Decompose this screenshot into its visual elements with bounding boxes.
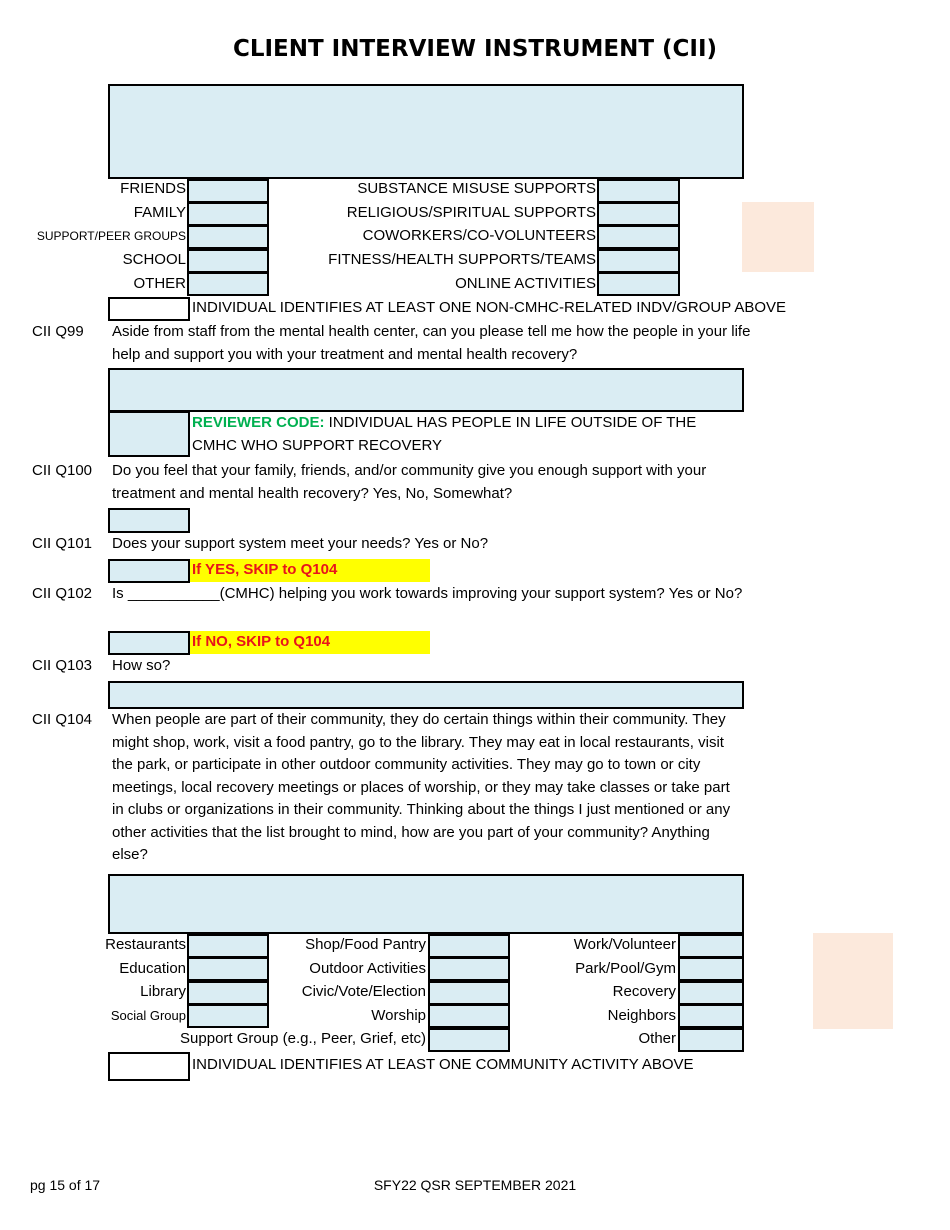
activity-checkbox-social-group[interactable] bbox=[187, 1004, 269, 1028]
activity-label-shop-food-pantry: Shop/Food Pantry bbox=[305, 936, 426, 953]
support-notes-field[interactable] bbox=[108, 84, 744, 179]
page-title: CLIENT INTERVIEW INSTRUMENT (CII) bbox=[232, 36, 718, 62]
question-id-q99: CII Q99 bbox=[32, 323, 84, 340]
activity-label-support-group: Support Group (e.g., Peer, Grief, etc) bbox=[180, 1030, 426, 1047]
page-number: pg 15 of 17 bbox=[30, 1177, 101, 1193]
question-id-q102: CII Q102 bbox=[32, 585, 93, 602]
support-label-substance-misuse: SUBSTANCE MISUSE SUPPORTS bbox=[357, 180, 596, 197]
support-identifies-checkbox[interactable] bbox=[108, 297, 190, 321]
q99-reviewer-code: REVIEWER CODE: INDIVIDUAL HAS PEOPLE IN … bbox=[192, 412, 732, 457]
activity-checkbox-outdoor[interactable] bbox=[428, 957, 510, 981]
support-checkbox-family[interactable] bbox=[187, 202, 269, 226]
support-label-friends: FRIENDS bbox=[120, 180, 186, 197]
activity-label-outdoor: Outdoor Activities bbox=[309, 960, 426, 977]
question-text-q103: How so? bbox=[112, 657, 171, 674]
support-checkbox-substance-misuse[interactable] bbox=[597, 179, 680, 203]
support-label-peer-groups: SUPPORT/PEER GROUPS bbox=[36, 229, 186, 243]
q99-reviewer-code-box[interactable] bbox=[108, 411, 190, 457]
support-checkbox-other[interactable] bbox=[187, 272, 269, 296]
support-label-religious: RELIGIOUS/SPIRITUAL SUPPORTS bbox=[346, 204, 596, 221]
q102-skip-instruction: If NO, SKIP to Q104 bbox=[190, 631, 430, 654]
activity-label-work-volunteer: Work/Volunteer bbox=[573, 936, 676, 953]
activity-identifies-checkbox[interactable] bbox=[108, 1052, 190, 1081]
activity-checkbox-work-volunteer[interactable] bbox=[678, 934, 744, 958]
activity-checkbox-support-group[interactable] bbox=[428, 1028, 510, 1052]
activity-identifies-label: INDIVIDUAL IDENTIFIES AT LEAST ONE COMMU… bbox=[192, 1056, 694, 1073]
support-checkbox-friends[interactable] bbox=[187, 179, 269, 203]
activity-label-neighbors: Neighbors bbox=[607, 1007, 676, 1024]
activity-checkbox-recovery[interactable] bbox=[678, 981, 744, 1005]
reviewer-code-label: REVIEWER CODE: bbox=[192, 414, 325, 431]
support-checkbox-coworkers[interactable] bbox=[597, 225, 680, 249]
score-shade-supports bbox=[742, 202, 814, 272]
support-checkbox-online[interactable] bbox=[597, 272, 680, 296]
activity-label-park: Park/Pool/Gym bbox=[575, 960, 676, 977]
activity-checkbox-restaurants[interactable] bbox=[187, 934, 269, 958]
support-label-family: FAMILY bbox=[133, 204, 186, 221]
reviewer-code-text: INDIVIDUAL HAS PEOPLE IN LIFE OUTSIDE OF… bbox=[192, 414, 697, 454]
support-label-other: OTHER bbox=[133, 275, 187, 292]
activity-checkbox-library[interactable] bbox=[187, 981, 269, 1005]
activity-checkbox-worship[interactable] bbox=[428, 1004, 510, 1028]
activity-label-social-group: Social Group bbox=[110, 1008, 186, 1023]
activity-label-recovery: Recovery bbox=[612, 983, 676, 1000]
question-text-q102: Is ___________(CMHC) helping you work to… bbox=[112, 585, 743, 602]
activity-checkbox-neighbors[interactable] bbox=[678, 1004, 744, 1028]
support-label-school: SCHOOL bbox=[122, 251, 186, 268]
activity-label-restaurants: Restaurants bbox=[105, 936, 186, 953]
activity-checkbox-education[interactable] bbox=[187, 957, 269, 981]
question-text-q101: Does your support system meet your needs… bbox=[112, 535, 489, 552]
question-id-q103: CII Q103 bbox=[32, 657, 93, 674]
q102-response-box[interactable] bbox=[108, 631, 190, 655]
support-checkbox-peer-groups[interactable] bbox=[187, 225, 269, 249]
activity-label-civic: Civic/Vote/Election bbox=[301, 983, 426, 1000]
support-label-coworkers: COWORKERS/CO-VOLUNTEERS bbox=[362, 227, 596, 244]
activity-label-other: Other bbox=[638, 1030, 676, 1047]
q103-response-field[interactable] bbox=[108, 681, 744, 709]
q101-skip-instruction: If YES, SKIP to Q104 bbox=[190, 559, 430, 582]
question-text-q99: Aside from staff from the mental health … bbox=[112, 323, 751, 363]
question-id-q100: CII Q100 bbox=[32, 462, 93, 479]
activity-checkbox-other[interactable] bbox=[678, 1028, 744, 1052]
support-checkbox-religious[interactable] bbox=[597, 202, 680, 226]
q99-response-field[interactable] bbox=[108, 368, 744, 412]
activity-label-education: Education bbox=[119, 960, 186, 977]
support-identifies-label: INDIVIDUAL IDENTIFIES AT LEAST ONE NON-C… bbox=[192, 299, 787, 316]
activity-checkbox-park[interactable] bbox=[678, 957, 744, 981]
q101-response-box[interactable] bbox=[108, 559, 190, 583]
question-text-q100: Do you feel that your family, friends, a… bbox=[112, 462, 707, 502]
question-id-q101: CII Q101 bbox=[32, 535, 93, 552]
question-text-q104: When people are part of their community,… bbox=[112, 711, 731, 863]
support-checkbox-fitness[interactable] bbox=[597, 249, 680, 273]
activity-label-library: Library bbox=[140, 983, 186, 1000]
support-label-online: ONLINE ACTIVITIES bbox=[455, 275, 596, 292]
q104-notes-field[interactable] bbox=[108, 874, 744, 934]
activity-checkbox-shop-food-pantry[interactable] bbox=[428, 934, 510, 958]
activity-checkbox-civic[interactable] bbox=[428, 981, 510, 1005]
support-label-fitness: FITNESS/HEALTH SUPPORTS/TEAMS bbox=[328, 251, 596, 268]
support-checkbox-school[interactable] bbox=[187, 249, 269, 273]
footer-center-text: SFY22 QSR SEPTEMBER 2021 bbox=[373, 1177, 577, 1193]
question-id-q104: CII Q104 bbox=[32, 711, 93, 728]
q100-response-box[interactable] bbox=[108, 508, 190, 533]
activity-label-worship: Worship bbox=[371, 1007, 426, 1024]
score-shade-activities bbox=[813, 933, 893, 1029]
